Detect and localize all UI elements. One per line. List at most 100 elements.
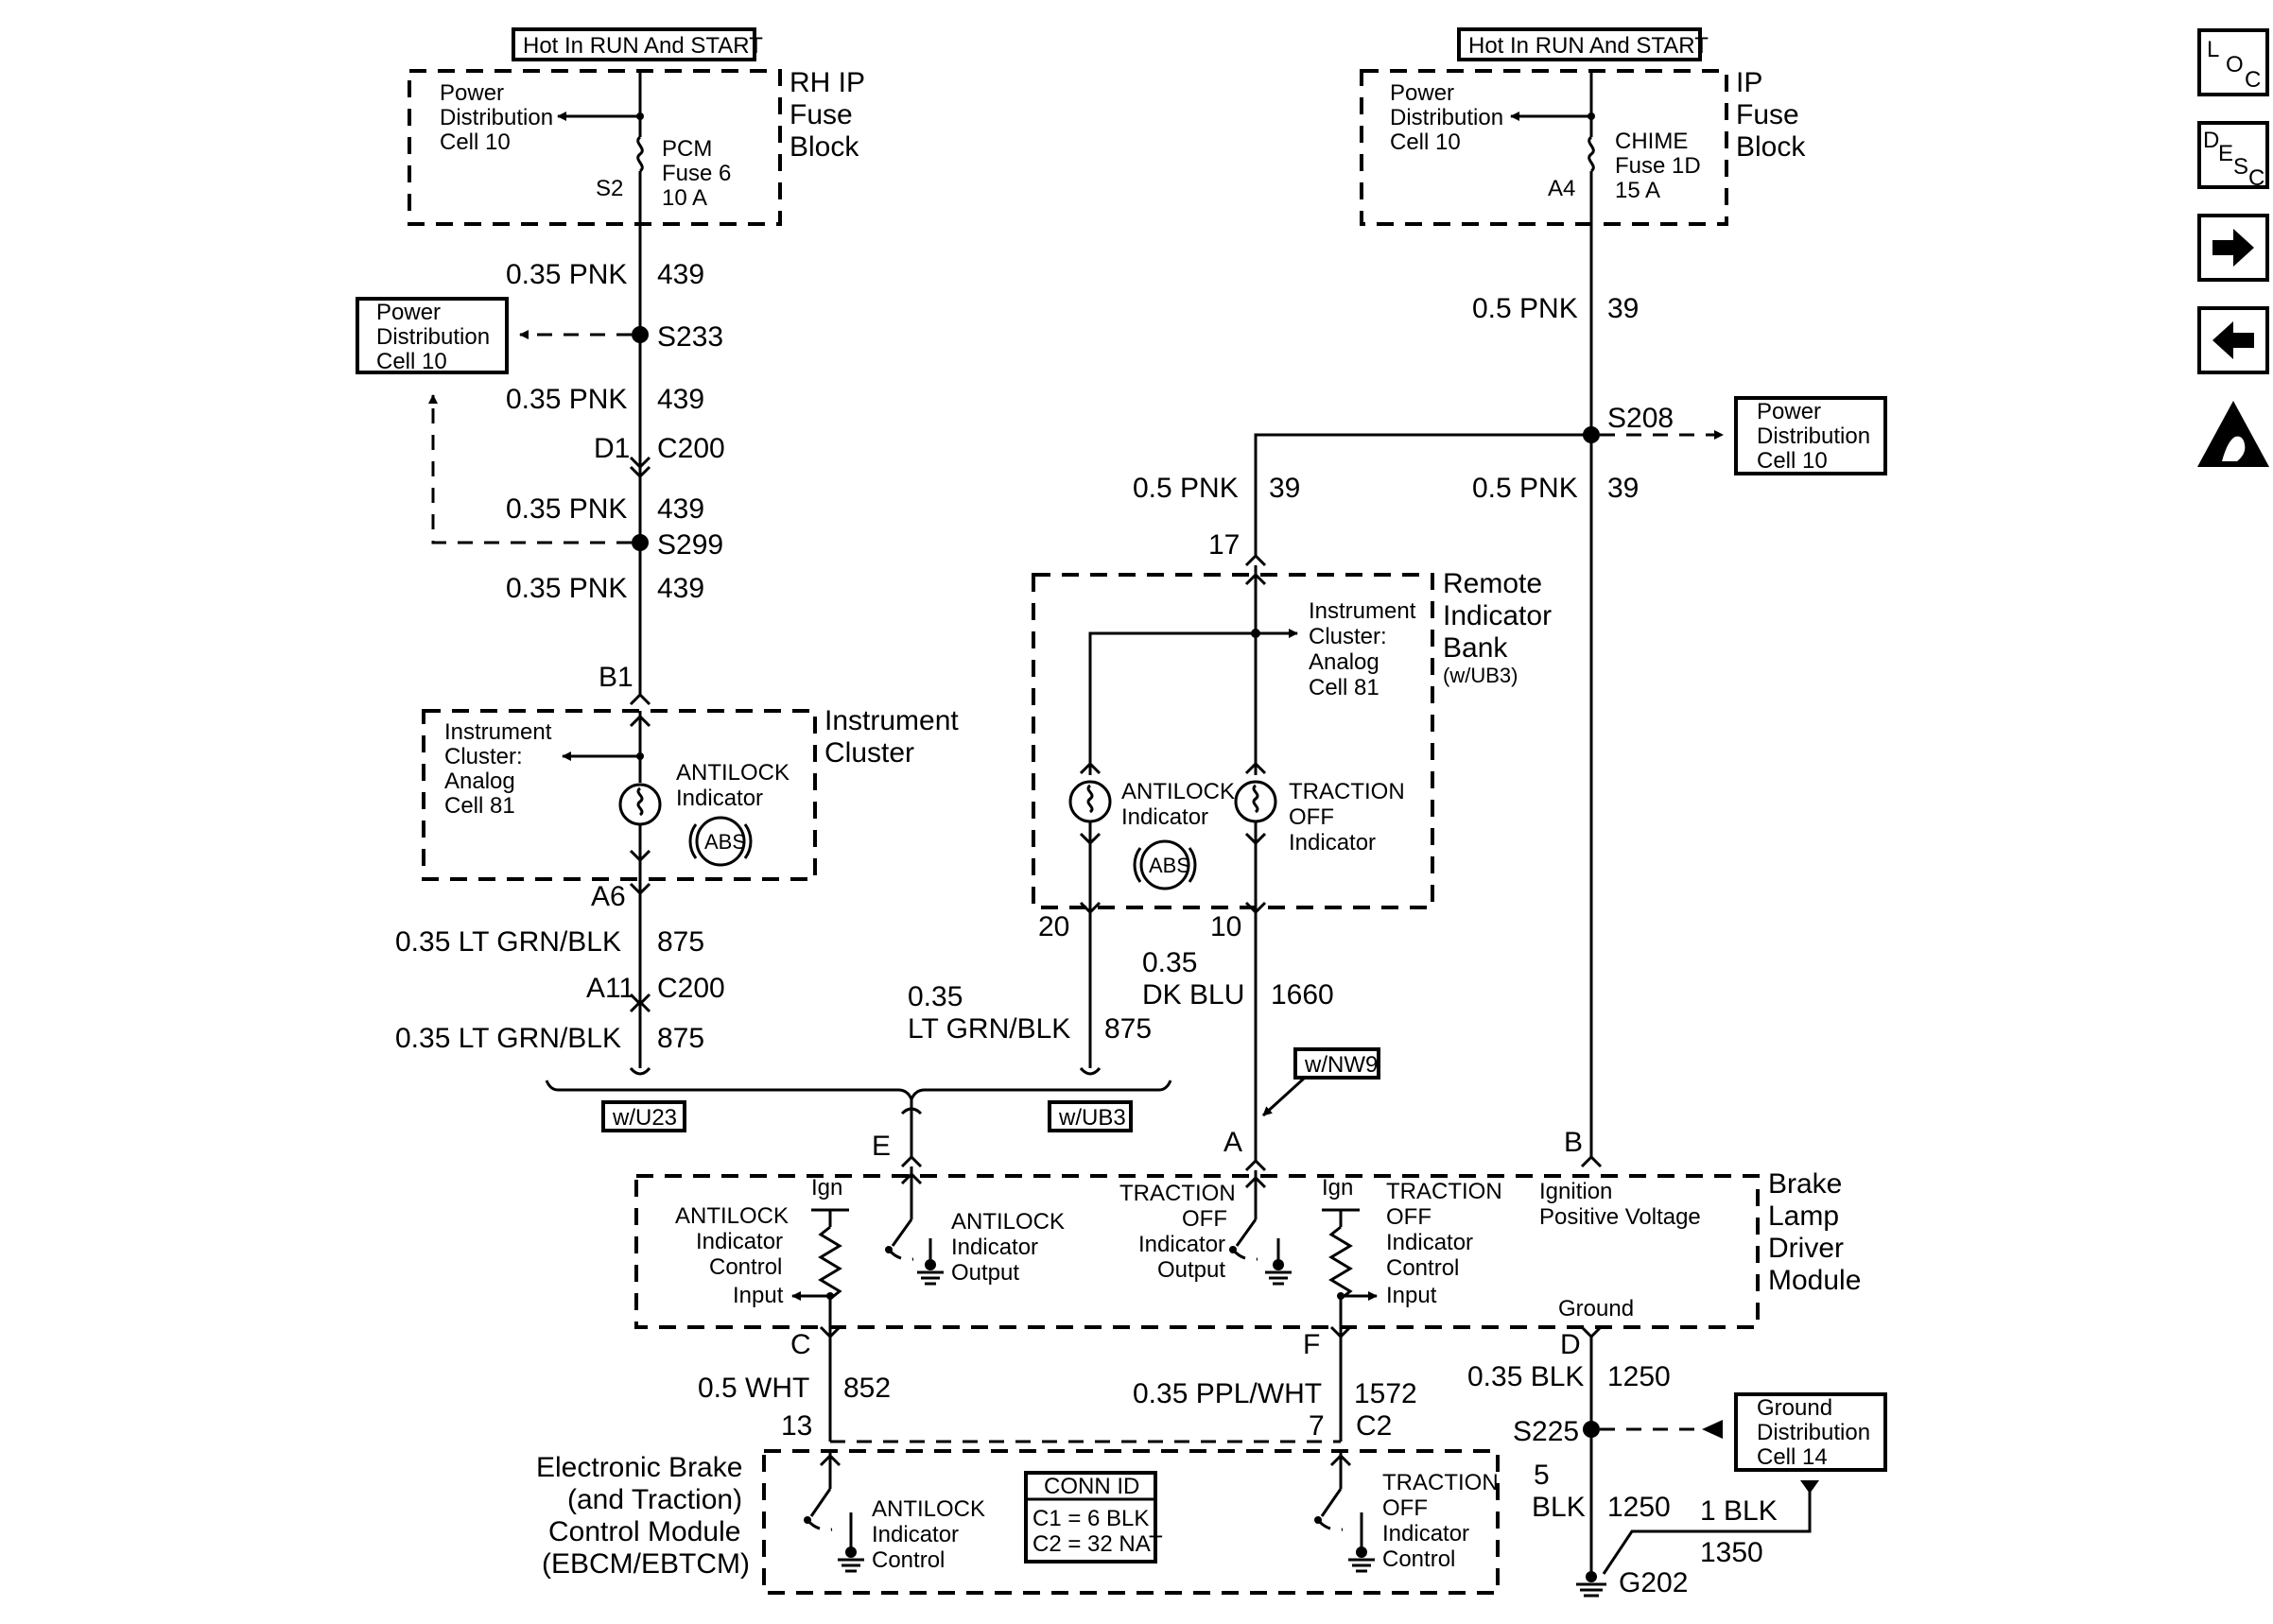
next-button[interactable] xyxy=(2197,214,2269,282)
fuse-icon xyxy=(1588,135,1595,173)
traction-out-connector-icon xyxy=(1244,832,1267,846)
right-hot-label: Hot In RUN And START xyxy=(1468,33,1709,59)
ign-pos-2: Positive Voltage xyxy=(1539,1204,1701,1230)
resistor-icon xyxy=(1328,1225,1353,1301)
wire-break-icon xyxy=(900,1107,923,1115)
desc-letter-d: D xyxy=(2203,128,2219,153)
left-b1: B1 xyxy=(599,662,633,693)
option-ub3: w/UB3 xyxy=(1058,1105,1126,1131)
loc-button[interactable]: L O C xyxy=(2197,28,2269,96)
pin-b: B xyxy=(1564,1127,1583,1158)
ebcm-trac-4: Control xyxy=(1382,1546,1455,1572)
conn-id-row-1: C1 = 6 BLK xyxy=(1032,1506,1149,1531)
brake-module-title-4: Module xyxy=(1768,1265,1861,1296)
w1blk: 1 BLK xyxy=(1700,1495,1778,1527)
arrow-left-icon xyxy=(2212,321,2254,359)
w5-color: BLK xyxy=(1532,1492,1586,1523)
abs-out-3: Output xyxy=(951,1260,1019,1286)
trac-ctrl-3: Indicator xyxy=(1386,1230,1473,1255)
abs-ctrl-2: Indicator xyxy=(696,1229,783,1254)
bulb-filament-icon xyxy=(1086,784,1094,814)
right-fuse-junction xyxy=(1588,112,1595,120)
right-pd-box-3: Cell 10 xyxy=(1757,448,1828,474)
switch-link-icon xyxy=(1316,1519,1344,1531)
pin-c: C xyxy=(790,1329,811,1360)
bulb-filament-icon xyxy=(1252,784,1259,814)
ebcm-title-3: Control Module xyxy=(548,1516,740,1547)
pin-a: A xyxy=(1223,1127,1242,1158)
abs-ctrl-4: Input xyxy=(733,1283,784,1308)
cluster-b1-inner-icon xyxy=(629,714,651,728)
left-w1-gauge: 0.35 PNK xyxy=(506,259,627,290)
trac-ctrl-junction xyxy=(1337,1292,1345,1300)
right-wire-chain: 0.5 PNK 39 S208 Power Distribution Cell … xyxy=(1133,224,1887,1157)
left-wire-chain: 0.35 PNK 439 S233 Power Distribution Cel… xyxy=(356,224,725,706)
wire-break-icon xyxy=(629,1066,651,1076)
right-fuse-block-name-3: Block xyxy=(1736,131,1806,163)
left-fuse-block-name-3: Block xyxy=(789,131,859,163)
wire-break-icon xyxy=(1079,1066,1102,1076)
abs-icon xyxy=(1139,839,1190,890)
pin-d: D xyxy=(1560,1329,1581,1360)
abs-ctrl-1: ANTILOCK xyxy=(675,1203,789,1229)
right-pd-box-1: Power xyxy=(1757,399,1821,424)
left-w2-gauge: 0.35 PNK xyxy=(506,384,627,415)
ground-icon xyxy=(1576,1582,1606,1598)
ground-icon xyxy=(1348,1558,1375,1573)
abs-out-1: ANTILOCK xyxy=(951,1209,1065,1235)
abs-icon-brackets xyxy=(688,823,753,859)
wf-gauge: 0.35 PPL/WHT xyxy=(1133,1378,1322,1409)
ign-label-2: Ign xyxy=(1322,1175,1353,1201)
ground-icon xyxy=(1265,1270,1292,1286)
left-d1: D1 xyxy=(594,433,630,464)
left-c200a: C200 xyxy=(657,433,725,464)
pin-e: E xyxy=(872,1131,891,1162)
back-button[interactable] xyxy=(2197,306,2269,374)
bank-ref-2: Cluster: xyxy=(1309,624,1387,649)
wc-gauge: 0.5 WHT xyxy=(698,1373,809,1404)
ground-g202: G202 xyxy=(1619,1567,1688,1598)
trac-ctrl-4: Control xyxy=(1386,1255,1459,1281)
desc-letter-e: E xyxy=(2218,141,2233,166)
brake-lamp-driver-module: E A B Brake Lamp Driver Module Ign ANTIL… xyxy=(634,1127,1861,1360)
desc-button[interactable]: D E S C xyxy=(2197,121,2269,191)
loc-letter-c: C xyxy=(2245,67,2261,93)
ground-label: Ground xyxy=(1558,1296,1634,1322)
remote-bank-option: (w/UB3) xyxy=(1443,664,1518,687)
bottom-wires: 0.5 WHT 852 13 0.35 PPL/WHT 1572 7 C2 0.… xyxy=(698,1337,1887,1598)
esd-button[interactable] xyxy=(2197,401,2269,467)
connector-a11-icon xyxy=(629,993,651,1013)
gd-box xyxy=(1734,1392,1887,1472)
left-a11: A11 xyxy=(586,973,634,1004)
pin-13: 13 xyxy=(781,1410,812,1442)
switch-link-icon xyxy=(887,1249,914,1261)
ign-label-1: Ign xyxy=(811,1175,842,1201)
ebcm-title-1: Electronic Brake xyxy=(536,1452,742,1483)
left-pd-ref-3: Cell 10 xyxy=(440,130,511,155)
brake-module-title-3: Driver xyxy=(1768,1233,1844,1264)
cluster-indicator-2: Indicator xyxy=(676,786,763,811)
left-w3-circuit: 439 xyxy=(657,493,704,525)
ebcm-trac-3: Indicator xyxy=(1382,1521,1469,1546)
abs-ctrl-3: Control xyxy=(709,1254,782,1280)
conn-c2: C2 xyxy=(1356,1410,1392,1442)
trac-out-1: TRACTION xyxy=(1119,1181,1236,1206)
instrument-cluster-ref-1: Instrument xyxy=(444,719,552,745)
splice-s299-label: S299 xyxy=(657,529,723,561)
left-pd-box-1: Power xyxy=(376,300,441,325)
wc-circuit: 852 xyxy=(843,1373,891,1404)
option-nw9-box xyxy=(1293,1047,1380,1080)
left-w1-circuit: 439 xyxy=(657,259,704,290)
right-w3-circuit: 39 xyxy=(1607,473,1639,504)
splice-s225 xyxy=(1583,1421,1600,1438)
splice-s233-label: S233 xyxy=(657,321,723,353)
connector-d-icon xyxy=(1580,1325,1603,1339)
left-pd-ref-2: Distribution xyxy=(440,105,553,130)
ebcm-abs-connector-icon xyxy=(819,1453,842,1467)
ebcm-trac-connector-icon xyxy=(1329,1453,1352,1467)
bulb-icon xyxy=(1234,780,1277,823)
bank-traction-2: OFF xyxy=(1289,804,1334,830)
ign-pos-1: Ignition xyxy=(1539,1179,1612,1204)
splice-s225-label: S225 xyxy=(1513,1416,1579,1447)
instrument-cluster-title-1: Instrument xyxy=(824,705,959,736)
